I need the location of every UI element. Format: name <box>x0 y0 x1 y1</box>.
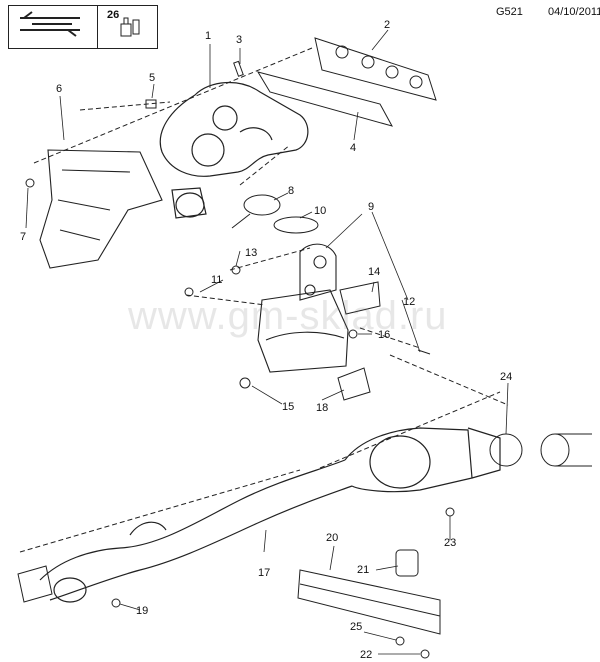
rubber-hanger-21 <box>395 549 419 577</box>
callout-19: 19 <box>136 605 149 617</box>
callout-17: 17 <box>258 567 271 579</box>
bolt-25 <box>395 636 405 646</box>
callout-11: 11 <box>211 274 223 286</box>
front-exhaust-pipe <box>39 427 501 603</box>
callout-7: 7 <box>20 231 27 243</box>
callout-21: 21 <box>357 564 370 576</box>
bracket-rib <box>299 583 441 617</box>
callout-15: 15 <box>282 401 295 413</box>
diagram-code: G521 <box>496 6 523 18</box>
seal-ring-10 <box>273 216 319 234</box>
callout-20: 20 <box>326 532 339 544</box>
callout-18: 18 <box>316 402 329 414</box>
callout-1: 1 <box>205 30 212 42</box>
callout-22: 22 <box>360 649 373 661</box>
nut-13 <box>231 265 241 275</box>
reference-number: 26 <box>107 9 120 21</box>
bolt-19 <box>111 598 121 608</box>
callout-25: 25 <box>350 621 363 633</box>
heat-shield <box>39 149 163 269</box>
pipe-stub <box>231 213 251 229</box>
bolt-16 <box>348 329 358 339</box>
support-bracket-20 <box>297 569 441 635</box>
leader-lines <box>25 29 509 655</box>
bolt-12 <box>417 349 431 355</box>
wrench-manual-icon <box>20 11 80 37</box>
callout-6: 6 <box>56 83 63 95</box>
reference-box: 26 <box>8 5 158 49</box>
watermark: www.gm-sklad.ru <box>128 294 448 338</box>
clamp-ring-8 <box>243 194 281 216</box>
reference-divider <box>97 6 98 48</box>
callout-8: 8 <box>288 185 295 197</box>
callout-3: 3 <box>236 34 243 46</box>
callout-5: 5 <box>149 72 156 84</box>
guide-lines <box>19 47 509 553</box>
callout-24: 24 <box>500 371 513 383</box>
callout-12: 12 <box>403 296 416 308</box>
flange-19 <box>17 565 53 603</box>
nut-5 <box>145 99 157 109</box>
bolt-7 <box>25 178 35 188</box>
callout-14: 14 <box>368 266 381 278</box>
nut-15 <box>239 377 251 389</box>
callout-10: 10 <box>314 205 327 217</box>
manifold-gasket <box>314 37 437 101</box>
callout-9: 9 <box>368 201 375 213</box>
bolt-11 <box>184 287 194 297</box>
callout-16: 16 <box>378 329 391 341</box>
sealant-tube-icon <box>120 17 140 37</box>
catalytic-converter-body <box>257 289 349 373</box>
callout-4: 4 <box>350 142 357 154</box>
flange-gasket-18 <box>337 367 371 401</box>
stud-3 <box>233 60 244 77</box>
bolt-22 <box>420 649 430 659</box>
callout-13: 13 <box>245 247 258 259</box>
manifold-gasket-outline <box>256 71 394 127</box>
callout-2: 2 <box>384 19 391 31</box>
turbocharger-manifold <box>159 81 309 219</box>
gasket-24 <box>489 433 523 467</box>
nut-23 <box>445 507 455 517</box>
downstream-pipe-stub <box>540 433 592 467</box>
diagram-date: 04/10/2011 <box>548 6 600 18</box>
callout-23: 23 <box>444 537 457 549</box>
bracket-14 <box>339 281 381 315</box>
